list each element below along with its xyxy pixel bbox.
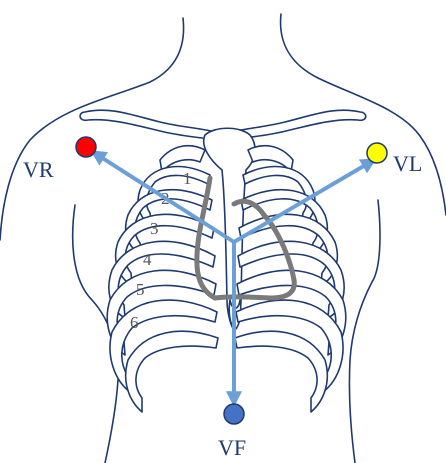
label-vf: VF — [218, 435, 246, 460]
rib-number-5: 5 — [136, 280, 145, 299]
torso-outline — [0, 14, 446, 463]
rib-number-4: 4 — [143, 250, 152, 269]
rib-number-3: 3 — [150, 219, 159, 238]
right-clavicle — [232, 110, 366, 140]
label-vr: VR — [23, 157, 54, 182]
rib-number-1: 1 — [183, 169, 192, 188]
electrode-vl — [367, 143, 387, 163]
label-vl: VL — [393, 151, 422, 176]
electrode-vr — [76, 137, 96, 157]
left-clavicle — [80, 110, 215, 140]
electrode-vf — [224, 404, 244, 424]
right-arm-inner — [349, 200, 380, 463]
rib-number-6: 6 — [130, 313, 139, 332]
